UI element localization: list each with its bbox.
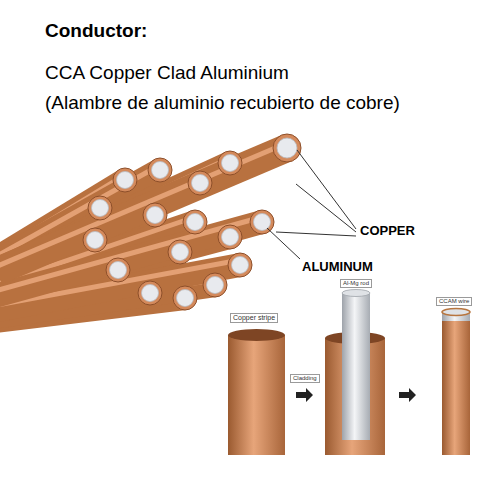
part-label: COPPER [360,224,415,239]
process-illustration [228,290,470,456]
step-label: Cladding [290,374,320,383]
part-label: ALUMINUM [302,260,373,275]
leader-lines [267,150,356,259]
subtitle: CCA Copper Clad Aluminium [45,62,289,84]
heading: Conductor: [45,20,147,42]
subtitle: (Alambre de aluminio recubierto de cobre… [45,92,400,114]
step-label: Copper stripe [230,313,278,323]
step-label: CCAM wire [436,297,472,306]
strand-bundle [0,134,301,324]
step-label: Al-Mg rod [340,279,372,288]
